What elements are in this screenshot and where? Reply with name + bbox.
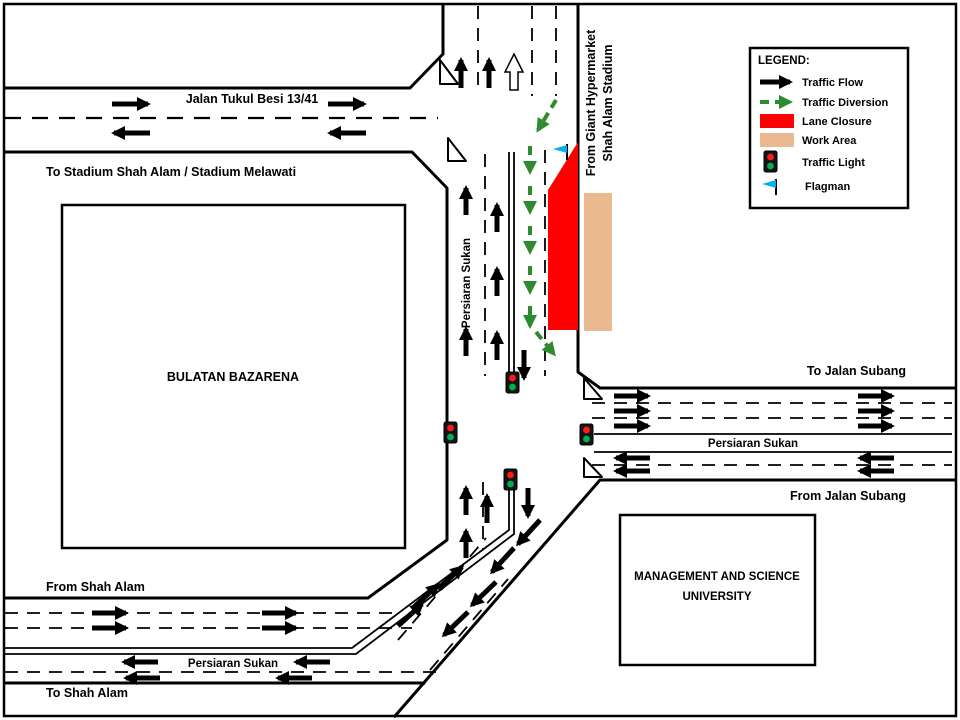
traffic-flow-arrows bbox=[92, 57, 895, 685]
flow-arrow bbox=[412, 582, 441, 609]
outline-up-arrow-icon bbox=[503, 52, 525, 91]
road-label-persiaran-sukan-north: Persiaran Sukan bbox=[461, 238, 473, 328]
road-label-jalan-tukul-besi: Jalan Tukul Besi 13/41 bbox=[186, 92, 319, 106]
lane-divider bbox=[429, 578, 509, 671]
yield-triangle-icon bbox=[583, 457, 603, 478]
legend: LEGEND: Traffic Flow Traffic Diversion L… bbox=[748, 46, 910, 210]
yield-triangle-icon bbox=[583, 377, 603, 400]
bulatan-bazarena-box bbox=[60, 203, 407, 550]
legend-title: LEGEND: bbox=[758, 55, 810, 67]
road-edge bbox=[3, 4, 445, 90]
legend-item-label: Traffic Light bbox=[802, 157, 865, 169]
flow-arrow bbox=[489, 546, 516, 575]
legend-item-label: Work Area bbox=[802, 135, 857, 147]
flow-arrow bbox=[396, 601, 425, 628]
diversion-arrow bbox=[536, 98, 558, 133]
diversion-arrow bbox=[534, 330, 556, 357]
traffic-diversion-arrows bbox=[523, 98, 558, 357]
lane-closure-area bbox=[548, 142, 578, 330]
lane-divider bbox=[397, 537, 487, 641]
traffic-light-icon bbox=[579, 423, 594, 446]
work-area bbox=[584, 193, 612, 331]
road-label-from-giant-line1: From Giant Hypermarket bbox=[584, 29, 598, 176]
place-label-bulatan-bazarena: BULATAN BAZARENA bbox=[167, 370, 299, 384]
legend-item-label: Flagman bbox=[805, 181, 851, 193]
lane-closure-swatch bbox=[760, 114, 794, 128]
road-edge bbox=[392, 478, 957, 719]
legend-item-label: Traffic Diversion bbox=[802, 97, 888, 109]
flagman-flag-icon bbox=[552, 143, 568, 161]
flow-arrow bbox=[436, 564, 465, 591]
road-label-to-stadium: To Stadium Shah Alam / Stadium Melawati bbox=[46, 165, 296, 179]
msu-box bbox=[618, 513, 817, 667]
work-area-swatch bbox=[760, 133, 794, 147]
road-label-from-jalan-subang: From Jalan Subang bbox=[790, 489, 906, 503]
road-label-to-shah-alam: To Shah Alam bbox=[46, 686, 128, 700]
yield-triangles bbox=[439, 59, 603, 478]
road-label-persiaran-sukan-south: Persiaran Sukan bbox=[188, 658, 278, 670]
road-edges bbox=[3, 4, 957, 719]
traffic-light-icon bbox=[505, 371, 520, 394]
lane-dividers bbox=[5, 6, 952, 673]
flow-arrow bbox=[469, 580, 498, 608]
legend-item-label: Lane Closure bbox=[802, 116, 872, 128]
traffic-light-icon bbox=[503, 468, 518, 491]
road-label-persiaran-sukan-east: Persiaran Sukan bbox=[708, 438, 798, 450]
place-label-msu-line2: UNIVERSITY bbox=[682, 591, 751, 603]
road-edge bbox=[3, 150, 449, 600]
traffic-light-icon bbox=[763, 150, 778, 173]
road-label-to-jalan-subang: To Jalan Subang bbox=[807, 364, 906, 378]
yield-triangle-icon bbox=[447, 137, 467, 162]
place-label-msu-line1: MANAGEMENT AND SCIENCE bbox=[634, 571, 800, 583]
yield-triangle-icon bbox=[439, 59, 459, 85]
flow-arrow bbox=[441, 610, 470, 638]
road-label-from-giant-line2: Shah Alam Stadium bbox=[601, 45, 615, 162]
traffic-light-icon bbox=[443, 421, 458, 444]
flow-arrow bbox=[515, 518, 542, 547]
legend-item-label: Traffic Flow bbox=[802, 77, 864, 89]
road-label-from-shah-alam: From Shah Alam bbox=[46, 580, 145, 594]
